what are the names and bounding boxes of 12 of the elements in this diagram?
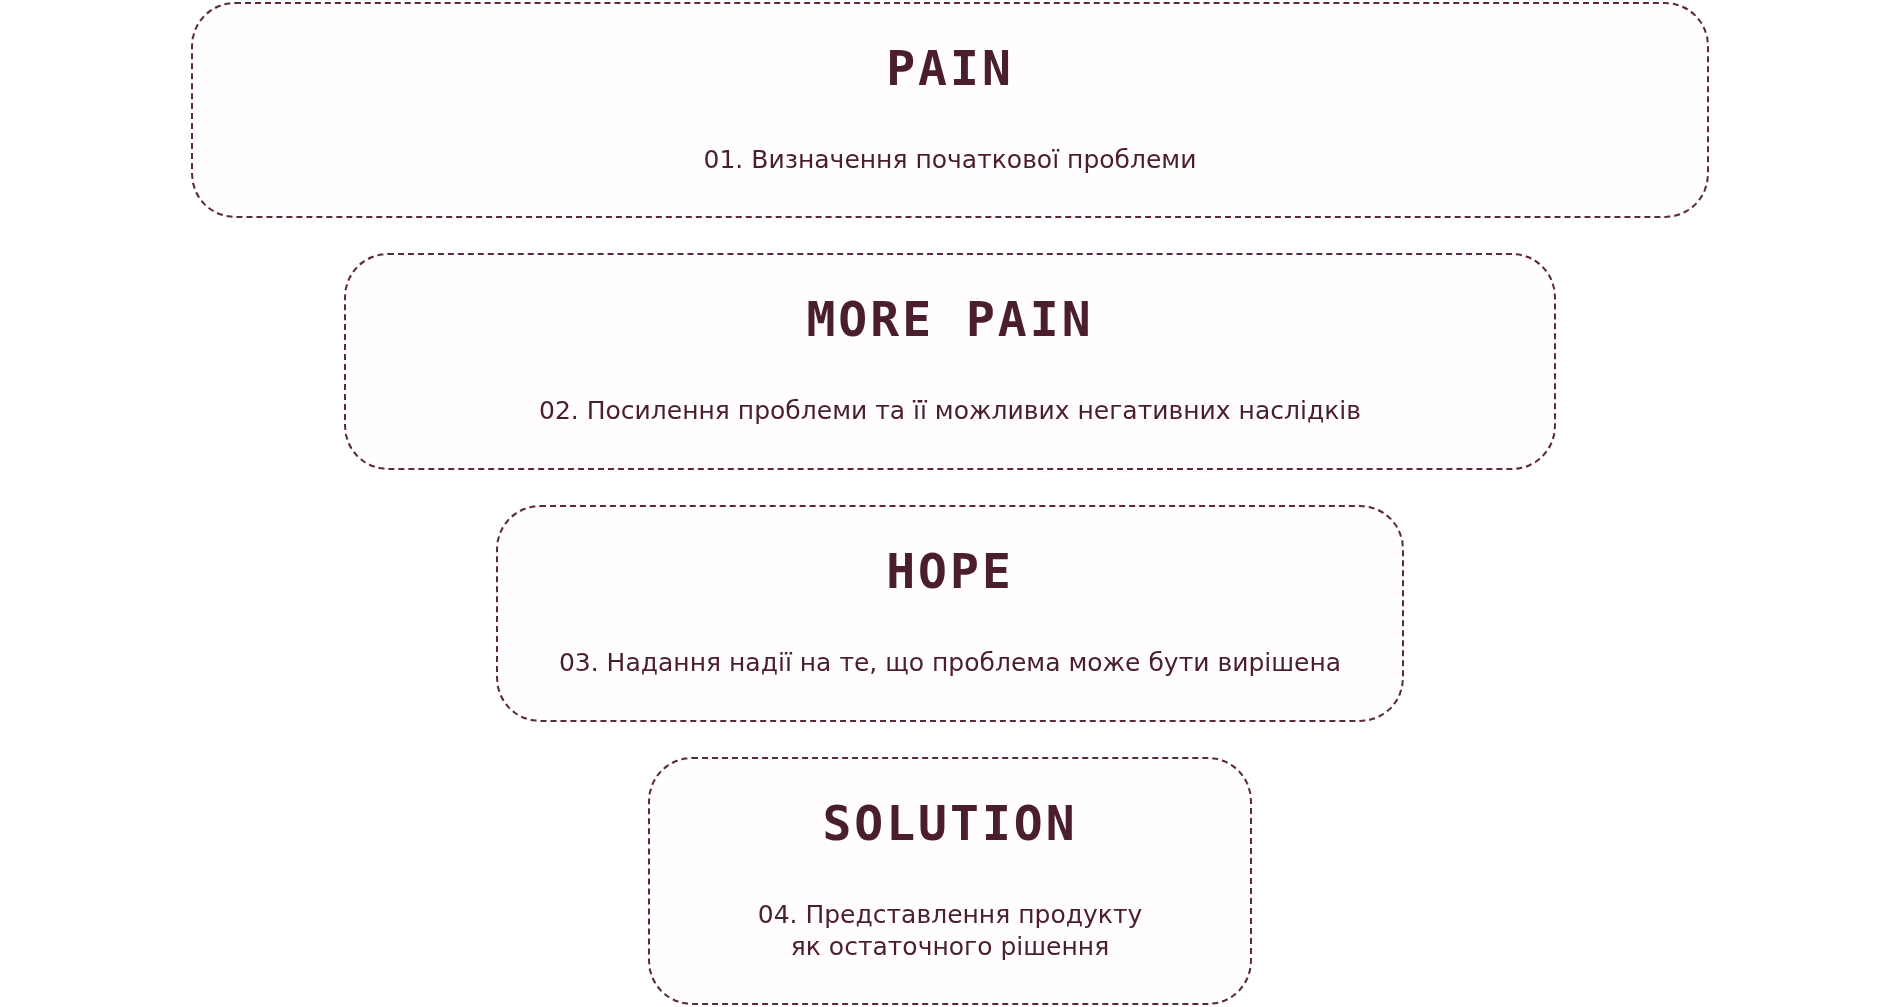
stage-title: HOPE	[886, 543, 1014, 599]
stage-description: 04. Представлення продукту як остаточного рішення	[756, 899, 1144, 963]
stage-box	[648, 757, 1252, 1005]
stage-box	[496, 505, 1404, 722]
stage-box	[344, 253, 1556, 470]
stage-description: 02. Посилення проблеми та її можливих негативних наслідків	[539, 395, 1361, 427]
stage-title: PAIN	[886, 40, 1014, 96]
stage-title: MORE PAIN	[806, 291, 1094, 347]
stage-description: 01. Визначення початкової проблеми	[703, 144, 1197, 176]
stage-title: SOLUTION	[822, 795, 1078, 851]
stage-description: 03. Надання надії на те, що проблема може бути вирішена	[558, 647, 1342, 679]
stage-box	[191, 2, 1709, 218]
